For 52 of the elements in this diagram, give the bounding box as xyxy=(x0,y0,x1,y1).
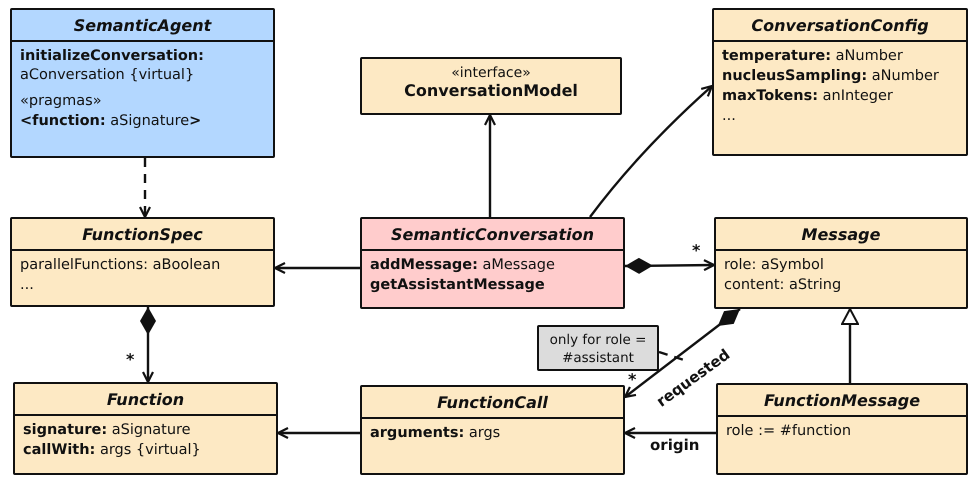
class-name: ConversationConfig xyxy=(714,10,966,42)
multiplicity-label: * xyxy=(692,243,700,259)
arrow xyxy=(624,258,716,274)
class-member: temperature: aNumber xyxy=(722,47,904,66)
class-member: initializeConversation: aConversation {virtual} xyxy=(20,47,205,85)
class-member: maxTokens: anInteger xyxy=(722,87,894,106)
multiplicity-label: * xyxy=(126,352,134,368)
class-name: FunctionMessage xyxy=(718,385,966,417)
class-name: FunctionCall xyxy=(362,387,623,419)
class-member: signature: aSignature xyxy=(23,421,192,440)
class-member: arguments: args xyxy=(370,424,502,443)
arrow xyxy=(274,262,360,274)
class-member: callWith: args {virtual} xyxy=(23,441,202,460)
class-member: role := #function xyxy=(726,422,852,441)
class-box xyxy=(714,217,968,309)
class-member: addMessage: aMessage xyxy=(370,256,556,275)
class-box xyxy=(13,382,278,475)
multiplicity-label: * xyxy=(628,372,636,388)
note-box xyxy=(537,325,659,371)
arrow xyxy=(624,308,741,398)
arrow xyxy=(841,308,859,383)
class-member: «pragmas» xyxy=(20,92,103,111)
note-connector xyxy=(658,350,684,362)
class-box xyxy=(10,217,275,307)
class-member: content: aString xyxy=(724,276,842,295)
class-member: parallelFunctions: aBoolean xyxy=(20,256,222,275)
edge-label: origin xyxy=(648,437,702,454)
class-box xyxy=(10,8,275,158)
interface-box xyxy=(360,57,622,115)
stereotype-label: «interface» xyxy=(450,64,532,81)
arrow xyxy=(276,426,360,440)
arrow xyxy=(484,114,496,217)
interface-name: ConversationModel xyxy=(403,81,579,100)
arrow xyxy=(140,307,156,384)
class-member: ... xyxy=(722,107,737,126)
class-name: Message xyxy=(716,219,966,251)
class-member: ... xyxy=(20,276,35,295)
class-name: Function xyxy=(15,384,276,416)
note-text: only for role = #assistant xyxy=(548,331,648,368)
arrow xyxy=(624,426,716,440)
class-box xyxy=(360,385,625,475)
class-box xyxy=(712,8,968,156)
class-box xyxy=(360,217,625,309)
class-name: SemanticAgent xyxy=(12,10,273,42)
arrow xyxy=(589,84,714,218)
class-member: role: aSymbol xyxy=(724,256,825,275)
class-member: nucleusSampling: aNumber xyxy=(722,67,940,86)
class-name: SemanticConversation xyxy=(362,219,623,251)
arrow xyxy=(138,158,152,218)
class-name: FunctionSpec xyxy=(12,219,273,251)
class-member: getAssistantMessage xyxy=(370,276,546,295)
class-member: <function: aSignature> xyxy=(20,112,202,131)
